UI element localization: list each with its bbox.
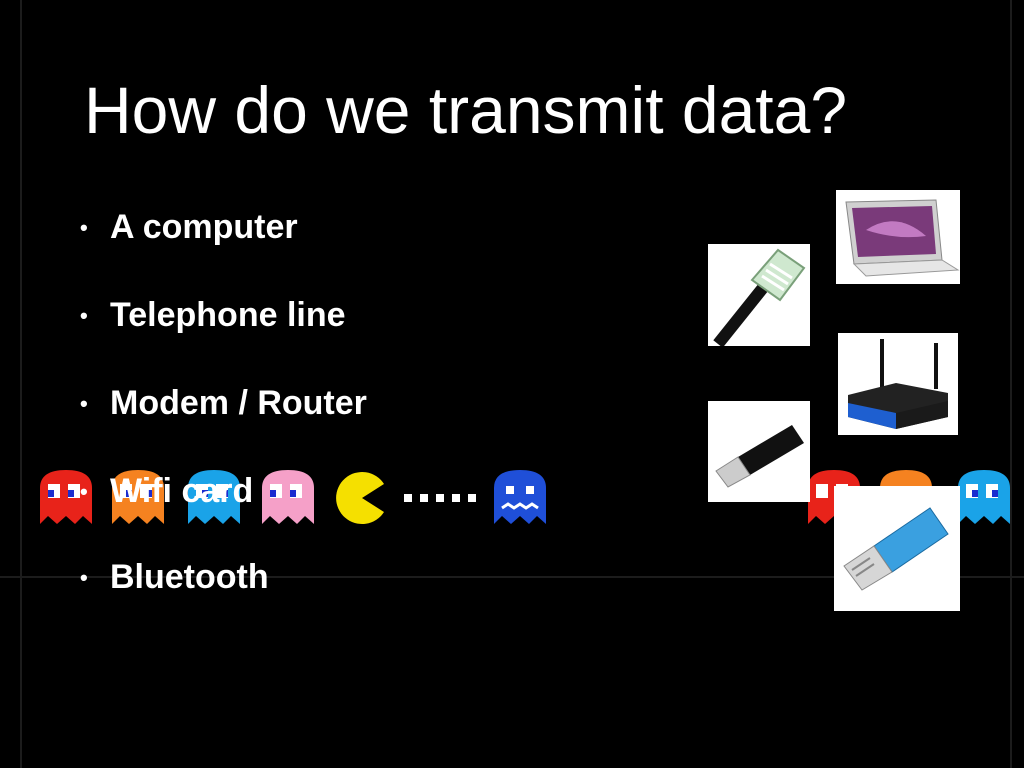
bullet-dot: • xyxy=(80,214,88,240)
pink-ghost-icon xyxy=(262,470,314,524)
bullet-item: • Wifi card xyxy=(80,472,253,511)
bullet-dot: • xyxy=(80,564,88,590)
bullet-text: Telephone line xyxy=(110,296,346,334)
cyan-ghost-icon xyxy=(188,470,240,524)
grid-line xyxy=(1010,0,1012,768)
bullet-dot: • xyxy=(80,302,88,328)
bullet-text: Modem / Router xyxy=(110,384,367,422)
grid-line xyxy=(20,0,22,768)
cyan-ghost-icon xyxy=(958,470,1010,524)
telephone-plug-photo xyxy=(708,244,810,346)
bullet-item: • Telephone line xyxy=(80,296,346,335)
frightened-ghost-icon xyxy=(494,470,546,524)
slide-title: How do we transmit data? xyxy=(84,73,848,147)
bullet-text: Wifi card xyxy=(110,472,254,510)
pacman-row xyxy=(40,470,1010,524)
red-ghost-icon xyxy=(40,470,92,524)
bullet-dot: • xyxy=(80,390,88,416)
bullet-text: Bluetooth xyxy=(110,558,269,596)
bullet-text: A computer xyxy=(110,208,298,246)
pacman-icon xyxy=(336,472,384,524)
router-photo xyxy=(838,333,958,435)
bullet-dot: • xyxy=(80,478,88,504)
bluetooth-dongle-photo xyxy=(834,486,960,611)
wifi-dongle-photo xyxy=(708,401,810,502)
bullet-item: • Bluetooth xyxy=(80,558,269,597)
bullet-item: • Modem / Router xyxy=(80,384,367,423)
bullet-item: • A computer xyxy=(80,208,298,247)
laptop-photo xyxy=(836,190,960,284)
grid-line xyxy=(0,576,1024,578)
pellet-dots-icon xyxy=(404,494,476,502)
orange-ghost-icon xyxy=(112,470,164,524)
